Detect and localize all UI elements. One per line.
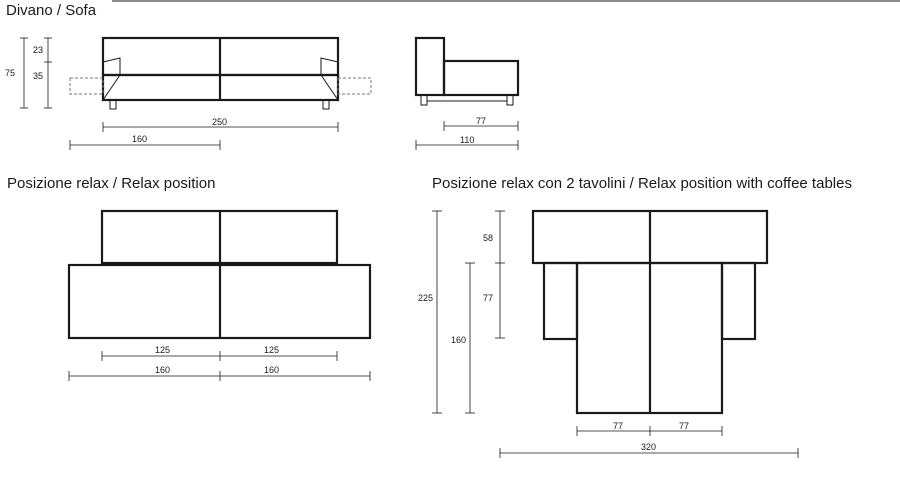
relax-tables-dims: 225 160 58 77 77 77 320	[418, 210, 799, 458]
relax-tables-view	[531, 209, 769, 415]
side-foot-right	[506, 94, 514, 106]
relax-dims: 125 125 160 160	[68, 345, 371, 381]
coffee-table-right	[720, 261, 757, 341]
relax-module-right-label: 160	[264, 365, 279, 375]
relax-tables-title: Posizione relax con 2 tavolini / Relax p…	[432, 175, 852, 192]
sofa-back-height-label: 23	[33, 45, 43, 55]
sofa-width-label: 250	[212, 117, 227, 127]
relax-seat-right-label: 125	[264, 345, 279, 355]
side-backrest	[414, 36, 446, 97]
sofa-seat-height-label: 35	[33, 71, 43, 81]
sofa-right-arm	[320, 57, 339, 102]
coffee-table-left	[542, 261, 579, 341]
tables-seat-depth-label: 77	[483, 293, 493, 303]
sofa-height-dims: 75 23 35	[5, 37, 52, 109]
sofa-total-height-label: 75	[5, 68, 15, 78]
sofa-left-extension	[69, 77, 104, 95]
side-foot-left	[420, 94, 428, 106]
relax-module-left-label: 160	[155, 365, 170, 375]
tables-total-length-label: 225	[418, 293, 433, 303]
sofa-foot-left	[109, 99, 117, 110]
sofa-left-arm	[102, 57, 121, 102]
sofa-right-extension	[337, 77, 372, 95]
relax-title: Posizione relax / Relax position	[7, 175, 216, 192]
tables-seat-left-label: 77	[613, 421, 623, 431]
sofa-width-dims: 250 160	[69, 117, 339, 150]
side-seat-depth-label: 77	[476, 116, 486, 126]
sofa-title: Divano / Sofa	[6, 2, 97, 19]
tables-back-depth-label: 58	[483, 233, 493, 243]
relax-view	[67, 209, 372, 340]
sofa-side-dims: 77 110	[415, 116, 519, 150]
relax-seat-left-label: 125	[155, 345, 170, 355]
side-seat	[442, 59, 520, 97]
sofa-foot-right	[322, 99, 330, 110]
sofa-front-view	[69, 36, 372, 110]
tables-module-length-label: 160	[451, 335, 466, 345]
sofa-half-label: 160	[132, 134, 147, 144]
tables-seat-right-label: 77	[679, 421, 689, 431]
tables-total-width-label: 320	[641, 442, 656, 452]
side-depth-label: 110	[460, 135, 474, 145]
sofa-side-view	[414, 36, 520, 106]
